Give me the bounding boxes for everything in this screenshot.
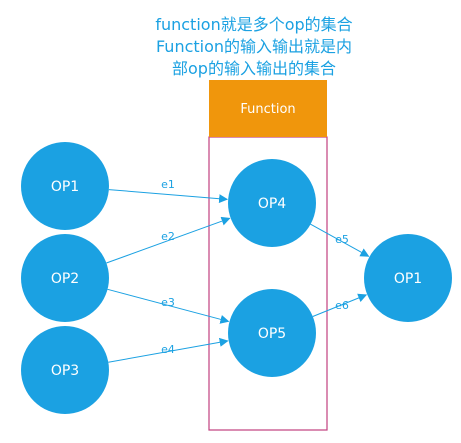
edge-label-e1: e1 (161, 178, 175, 191)
node-circle-op3 (21, 326, 109, 414)
function-header-box (209, 80, 327, 137)
function-label: Function (240, 102, 295, 117)
node-label-op1-left: OP1 (51, 179, 79, 195)
node-op5: OP5 (228, 289, 316, 377)
edge-e3 (107, 288, 230, 324)
title-line-2: Function的输入输出就是内 (156, 37, 352, 56)
node-label-op3: OP3 (51, 363, 79, 379)
node-op4: OP4 (228, 159, 316, 247)
edge-e1 (108, 189, 229, 204)
edge-label-e6: e6 (335, 299, 349, 312)
node-circle-op1-left (21, 142, 109, 230)
edge-e4 (108, 337, 229, 363)
edge-e5 (310, 223, 370, 257)
node-label-op2: OP2 (51, 271, 79, 287)
node-circle-op4 (228, 159, 316, 247)
node-op2: OP2 (21, 234, 109, 322)
edge-label-e5: e5 (335, 233, 349, 246)
node-op3: OP3 (21, 326, 109, 414)
edge-label-e2: e2 (161, 230, 175, 243)
edge-label-e4: e4 (161, 343, 175, 356)
edge-e6 (312, 293, 368, 317)
node-circle-op1-right (364, 234, 452, 322)
edge-label-e3: e3 (161, 296, 175, 309)
title-line-1: function就是多个op的集合 (155, 15, 352, 34)
edges: e1 e2 e3 e4 e5 e6 (106, 178, 370, 363)
node-op1-right: OP1 (364, 234, 452, 322)
node-label-op1-right: OP1 (394, 271, 422, 287)
node-label-op4: OP4 (258, 196, 286, 212)
edge-e2 (106, 216, 231, 264)
node-circle-op2 (21, 234, 109, 322)
title-line-3: 部op的输入输出的集合 (172, 59, 336, 78)
node-op1-left: OP1 (21, 142, 109, 230)
node-circle-op5 (228, 289, 316, 377)
node-label-op5: OP5 (258, 326, 286, 342)
